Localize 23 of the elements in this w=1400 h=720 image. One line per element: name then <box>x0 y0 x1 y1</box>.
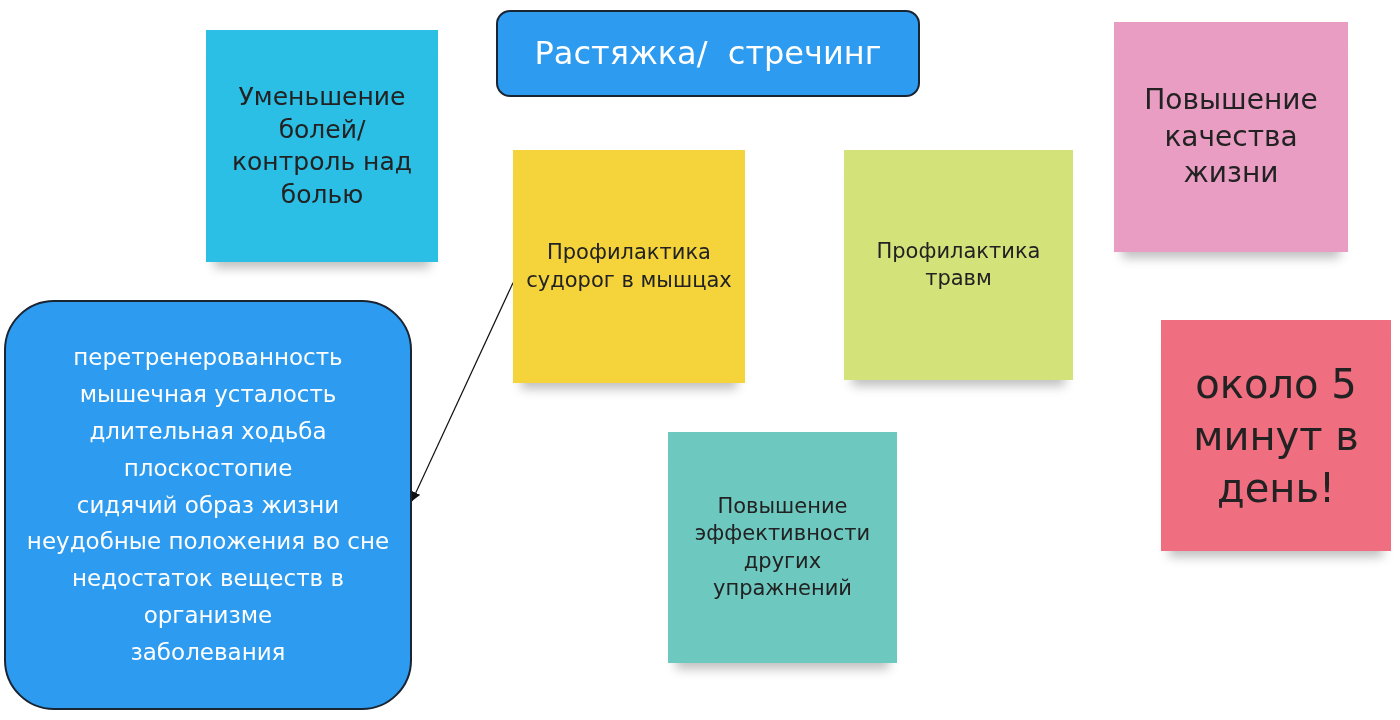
note-text: Повышение качества жизни <box>1143 82 1319 192</box>
title-box <box>496 10 920 97</box>
note-text: Повышение эффективности других упражнений <box>693 492 872 602</box>
note-text: плоскостопие <box>123 453 293 483</box>
note-text: сидячий образ жизни <box>76 490 340 520</box>
note-text: Профилактика судорог в мышцах <box>525 239 733 294</box>
note-text: заболевания <box>130 637 286 667</box>
title: Растяжка/ стречинг <box>534 32 882 74</box>
note-text: неудобные положения во сне <box>26 527 390 557</box>
note-text: около 5 минут в день! <box>1192 359 1360 513</box>
arrow <box>411 282 514 502</box>
sticky-note <box>206 30 438 262</box>
sticky-note <box>513 150 745 383</box>
sticky-note <box>844 150 1073 380</box>
sticky-note <box>1114 22 1348 252</box>
rounded-box <box>4 300 412 710</box>
note-text: Профилактика травм <box>875 237 1042 292</box>
note-text: перетренерованность <box>73 343 343 373</box>
sticky-note <box>1161 320 1391 551</box>
note-text: мышечная усталость <box>79 380 337 410</box>
note-text: Уменьшение болей/ контроль над болью <box>230 81 414 211</box>
sticky-note <box>668 432 897 663</box>
note-text: длительная ходьба <box>89 417 327 446</box>
